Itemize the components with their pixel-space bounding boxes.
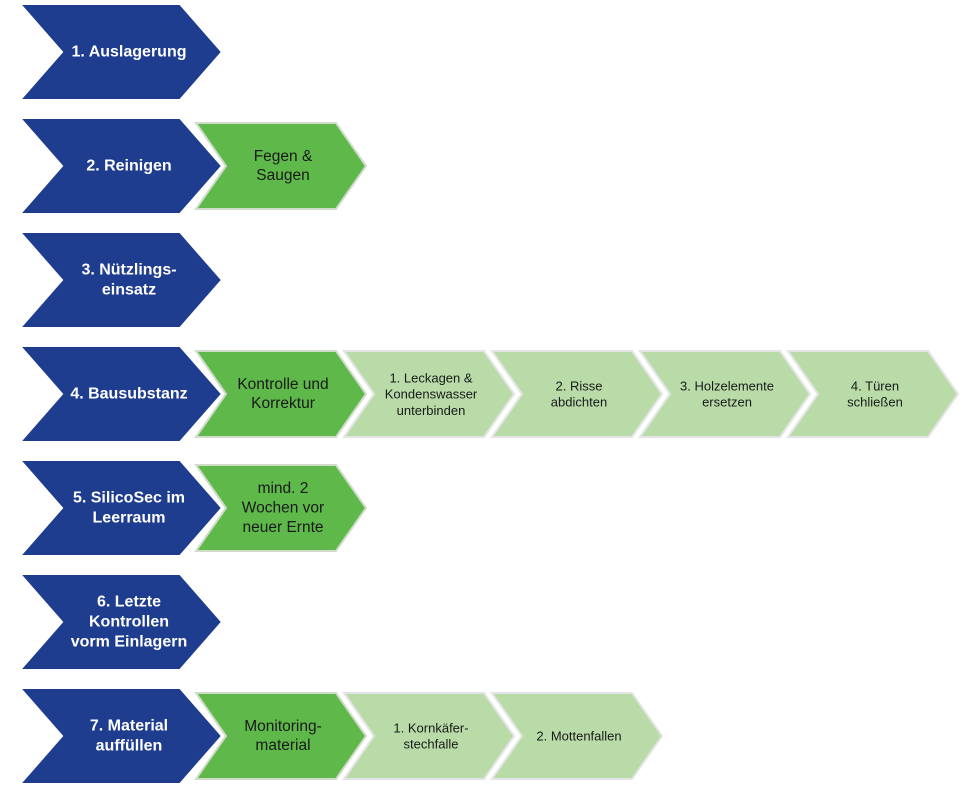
primary-action-chevron xyxy=(194,122,368,210)
substep-label: schließen xyxy=(847,395,903,410)
step-label: 7. Material xyxy=(90,718,168,735)
substep-label: 1. Leckagen & xyxy=(389,370,472,385)
primary-action-label: Kontrolle und xyxy=(237,376,328,393)
primary-action-label: Fegen & xyxy=(254,148,313,165)
primary-action-label: Wochen vor xyxy=(242,500,324,517)
process-row-1: 1. Auslagerung xyxy=(17,3,224,101)
step-label: Leerraum xyxy=(93,510,166,527)
primary-action-label: Saugen xyxy=(256,167,309,184)
step-chevron xyxy=(17,459,224,557)
primary-action-chevron xyxy=(194,464,368,552)
substep-label: 2. Mottenfallen xyxy=(536,729,621,744)
primary-action-label: material xyxy=(255,737,310,754)
substep-label: ersetzen xyxy=(702,395,752,410)
substep-chevron xyxy=(786,350,960,438)
substep-chevron xyxy=(342,692,516,780)
step-label: 5. SilicoSec im xyxy=(73,490,185,507)
step-label: 1. Auslagerung xyxy=(72,44,187,61)
step-label: 4. Bausubstanz xyxy=(70,386,187,403)
step-label: Kontrollen xyxy=(89,614,169,631)
substep-label: 3. Holzelemente xyxy=(680,378,774,393)
substep-label: abdichten xyxy=(551,395,607,410)
process-row-7: 7. Material auffüllen Monitoring-material 1… xyxy=(17,687,664,785)
primary-action-label: mind. 2 xyxy=(258,480,309,497)
step-label: 6. Letzte xyxy=(97,594,161,611)
step-chevron xyxy=(17,3,224,101)
substep-chevron xyxy=(342,350,516,438)
primary-action-label: neuer Ernte xyxy=(243,519,324,536)
step-chevron xyxy=(17,117,224,215)
process-row-2: 2. Reinigen Fegen & Saugen xyxy=(17,117,368,215)
step-chevron xyxy=(17,687,224,785)
step-label: 2. Reinigen xyxy=(86,158,171,175)
substep-chevron xyxy=(490,692,664,780)
substep-chevron xyxy=(490,350,664,438)
primary-action-chevron xyxy=(194,692,368,780)
substep-label: 4. Türen xyxy=(851,378,899,393)
step-label: einsatz xyxy=(102,282,156,299)
substep-label: 2. Risse xyxy=(556,378,603,393)
substep-label: stechfalle xyxy=(404,737,459,752)
step-chevron xyxy=(17,345,224,443)
step-chevron xyxy=(17,231,224,329)
step-chevron xyxy=(17,573,224,671)
substep-chevron xyxy=(638,350,812,438)
step-label: auffüllen xyxy=(96,738,163,755)
process-row-3: 3. Nützlings-einsatz xyxy=(17,231,224,329)
substep-label: 1. Kornkäfer- xyxy=(393,720,468,735)
substep-label: Kondenswasser xyxy=(385,387,478,402)
step-label: vorm Einlagern xyxy=(71,634,187,651)
primary-action-chevron xyxy=(194,350,368,438)
primary-action-label: Monitoring- xyxy=(244,718,322,735)
substep-label: unterbinden xyxy=(397,403,466,418)
primary-action-label: Korrektur xyxy=(251,395,315,412)
process-row-5: 5. SilicoSec im Leerraum mind. 2 Wochen vor… xyxy=(17,459,368,557)
step-label: 3. Nützlings- xyxy=(81,262,176,279)
